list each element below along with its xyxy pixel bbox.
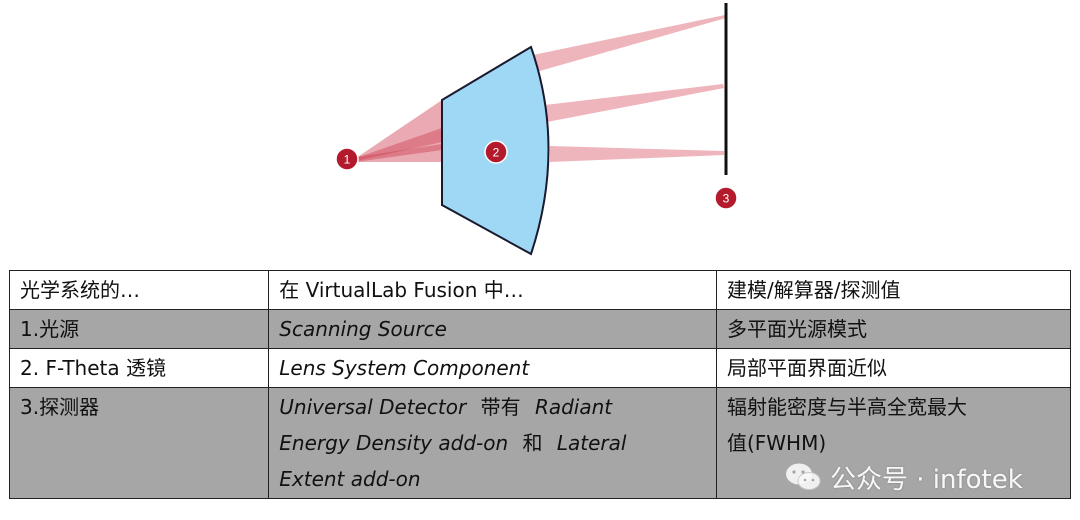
cell-modeling-line-2: 值(FWHM) [726, 431, 827, 455]
marker-1: 1 [335, 147, 359, 171]
header-modeling: 建模/解算器/探测值 [715, 270, 1072, 310]
beam-bundle [356, 15, 726, 162]
component-mapping-table: 光学系统的… 在 VirtualLab Fusion 中… 建模/解算器/探测值… [8, 270, 1072, 499]
watermark-text: 公众号 · infotek [830, 464, 1023, 495]
header-optical-system: 光学系统的… [8, 270, 270, 310]
cell-modeling: 多平面光源模式 [715, 309, 1072, 349]
beam-upper [356, 100, 442, 161]
cell-component: 1.光源 [8, 309, 270, 349]
beam-out-upper [533, 15, 726, 72]
table-row: 2. F-Theta 透镜 Lens System Component 局部平面… [8, 348, 1072, 388]
header-virtuallab: 在 VirtualLab Fusion 中… [268, 270, 717, 310]
cell-virtuallab-line-3: Extent add-on [279, 467, 421, 491]
cell-virtuallab: Universal Detector 带有 Radiant Energy Den… [268, 387, 717, 499]
detector-name: Universal Detector [279, 395, 467, 419]
table-row: 3.探测器 Universal Detector 带有 Radiant Ener… [8, 387, 1072, 499]
marker-1-label: 1 [344, 153, 351, 167]
marker-2: 2 [484, 140, 508, 164]
table-row: 1.光源 Scanning Source 多平面光源模式 [8, 309, 1072, 349]
cell-modeling: 局部平面界面近似 [715, 348, 1072, 388]
beam-out-lower [550, 146, 724, 162]
cell-virtuallab: Lens System Component [268, 348, 717, 388]
marker-3-label: 3 [723, 192, 730, 206]
wechat-icon [786, 463, 821, 490]
watermark: 公众号 · infotek [784, 460, 1023, 495]
cell-virtuallab-line-1: Universal Detector 带有 Radiant [279, 389, 706, 425]
marker-2-label: 2 [493, 146, 500, 160]
cell-virtuallab-line-2: Energy Density add-on 和 Lateral [279, 425, 706, 461]
with-text: 带有 [480, 395, 521, 419]
lateral-text: Lateral [556, 431, 627, 455]
marker-3: 3 [714, 186, 738, 210]
energy-density-text: Energy Density add-on [279, 431, 509, 455]
beam-lower [356, 144, 442, 162]
table-header-row: 光学系统的… 在 VirtualLab Fusion 中… 建模/解算器/探测值 [8, 270, 1072, 310]
and-text: 和 [522, 431, 543, 455]
cell-modeling-line-1: 辐射能密度与半高全宽最大 [726, 395, 967, 419]
cell-modeling: 辐射能密度与半高全宽最大 值(FWHM) [715, 387, 1072, 499]
beam-middle [356, 128, 442, 162]
cell-component: 2. F-Theta 透镜 [8, 348, 270, 388]
beam-out-middle [545, 84, 724, 122]
cell-component: 3.探测器 [8, 387, 270, 499]
cell-virtuallab: Scanning Source [268, 309, 717, 349]
radiant-text: Radiant [534, 395, 613, 419]
optical-system-diagram: 1 2 3 [335, 3, 738, 256]
